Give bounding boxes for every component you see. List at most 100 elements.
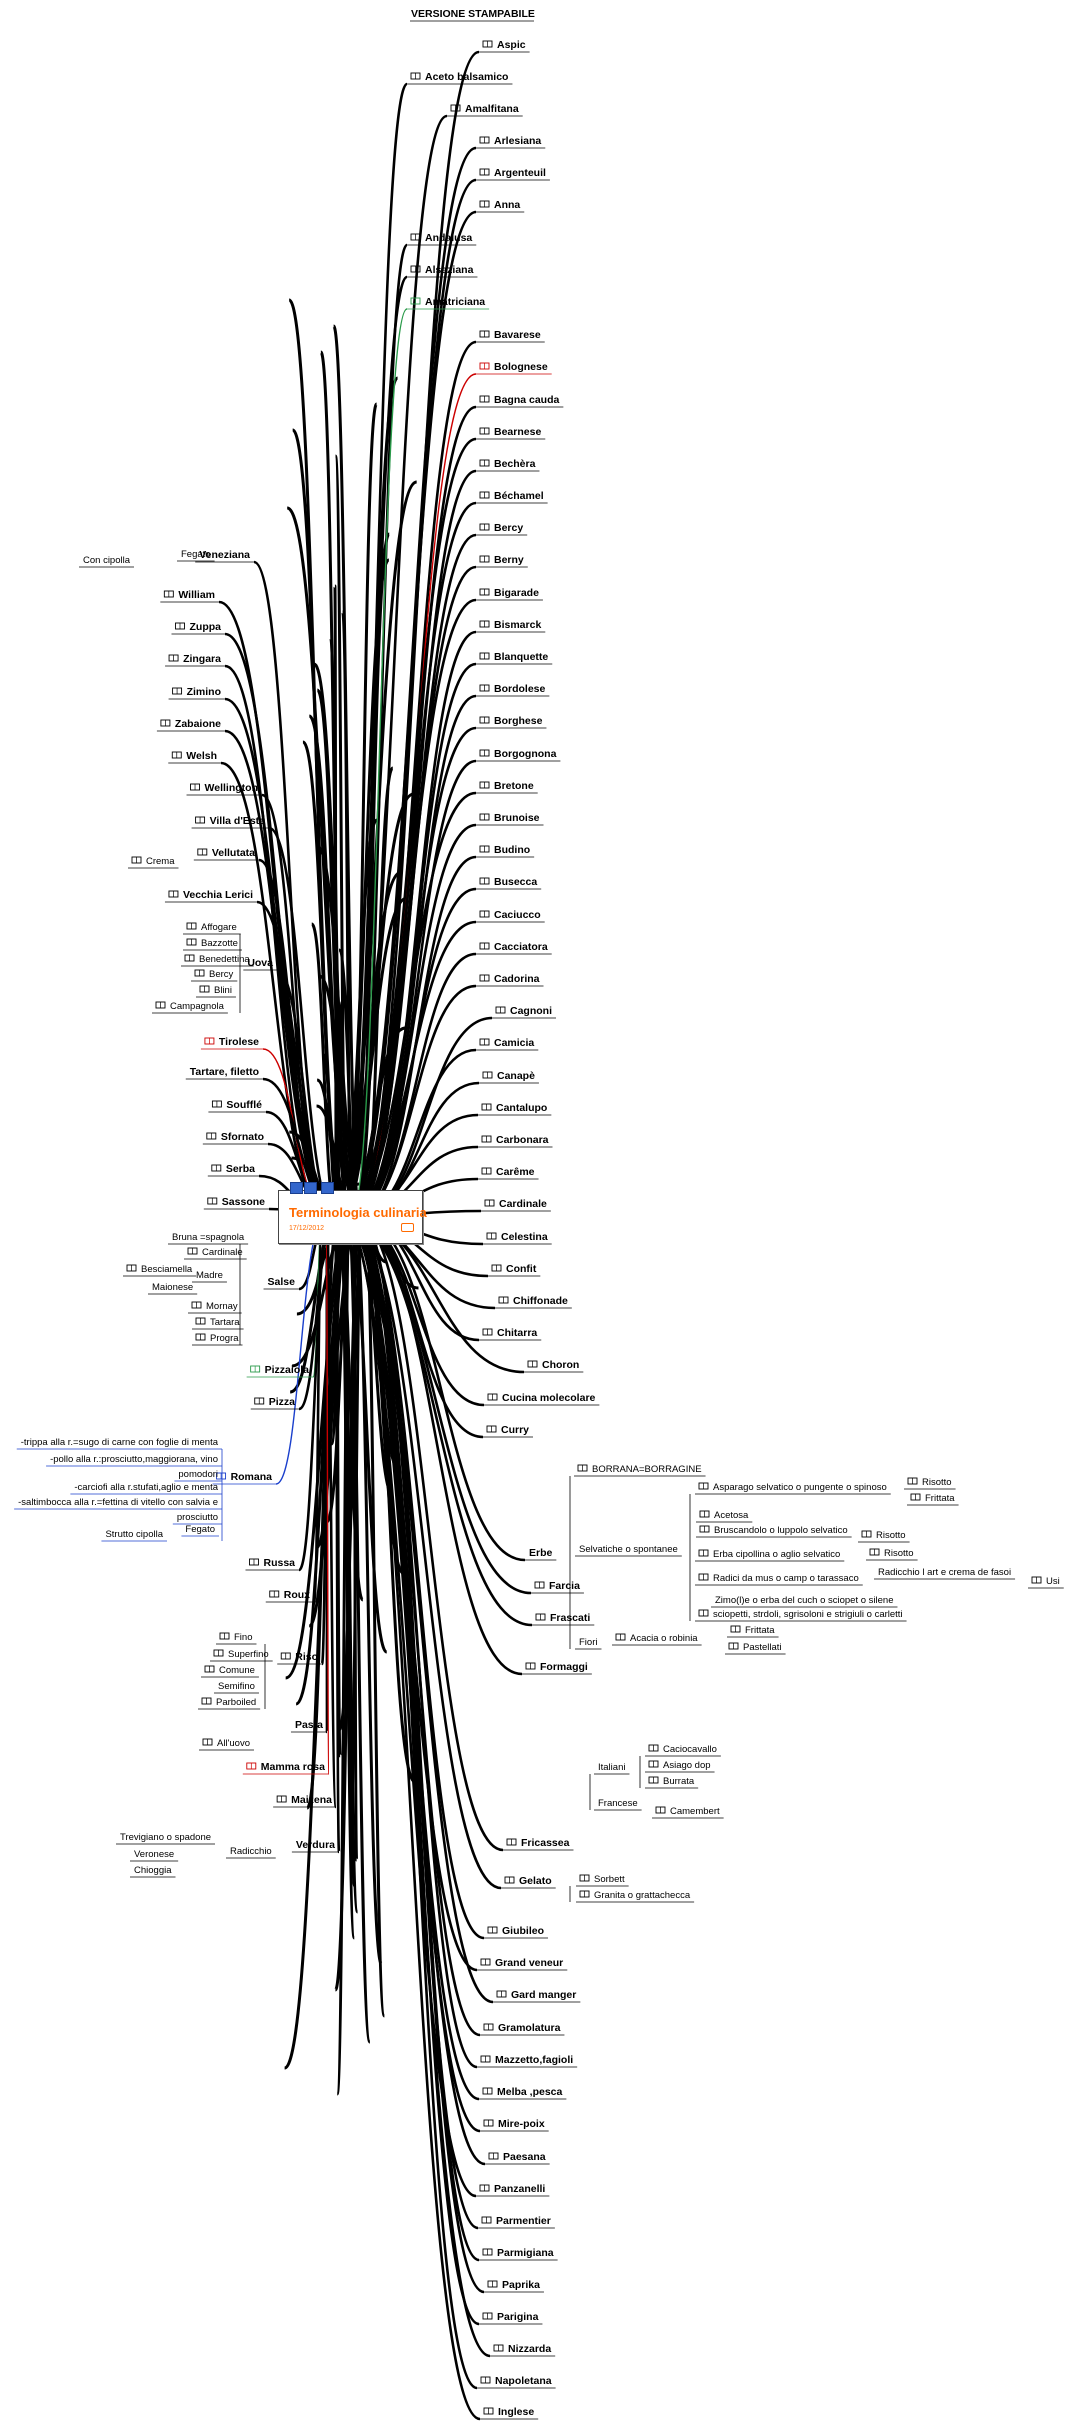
- right-node[interactable]: Gramolatura: [498, 2022, 561, 2034]
- sub-node[interactable]: Veronese: [134, 1849, 174, 1860]
- sub-node[interactable]: Risotto: [884, 1548, 914, 1559]
- sub-node[interactable]: Frittata: [925, 1493, 955, 1504]
- sub-node[interactable]: Usi: [1046, 1576, 1060, 1587]
- sub-node[interactable]: prosciutto: [177, 1512, 218, 1523]
- sub-node[interactable]: Con cipolla: [83, 555, 131, 566]
- sub-node[interactable]: Radicchio l art e crema de fasoi: [878, 1567, 1011, 1578]
- left-node[interactable]: Zabaione: [175, 718, 221, 730]
- sub-node[interactable]: Bruna =spagnola: [172, 1232, 245, 1243]
- right-node[interactable]: Bismarck: [494, 619, 541, 631]
- left-node[interactable]: Wellington: [205, 782, 258, 794]
- right-node[interactable]: Chiffonade: [513, 1295, 568, 1307]
- right-node[interactable]: Panzanelli: [494, 2183, 545, 2195]
- left-node[interactable]: Salse: [268, 1276, 296, 1288]
- sub-node[interactable]: -pollo alla r.:prosciutto,maggiorana, vi…: [50, 1454, 218, 1465]
- right-node[interactable]: Borghese: [494, 715, 543, 727]
- right-node[interactable]: Melba ,pesca: [497, 2086, 563, 2098]
- sub-node[interactable]: Cardinale: [202, 1247, 243, 1258]
- left-node[interactable]: Russa: [263, 1557, 295, 1569]
- left-node[interactable]: Roux: [284, 1589, 310, 1601]
- right-node[interactable]: Béchamel: [494, 490, 544, 502]
- right-node[interactable]: Caciucco: [494, 909, 541, 921]
- right-node[interactable]: Budino: [494, 844, 530, 856]
- sub-node[interactable]: Progra: [210, 1333, 239, 1344]
- sub-node[interactable]: Bazzotte: [201, 938, 238, 949]
- right-node[interactable]: Gard manger: [511, 1989, 576, 2001]
- sub-node[interactable]: Selvatiche o spontanee: [579, 1544, 678, 1555]
- right-node[interactable]: Choron: [542, 1359, 579, 1371]
- right-node[interactable]: Bolognese: [494, 361, 548, 373]
- left-node[interactable]: Tartare, filetto: [190, 1066, 259, 1078]
- right-node[interactable]: Grand veneur: [495, 1957, 563, 1969]
- central-topic[interactable]: Terminologia culinaria 17/12/2012: [278, 1190, 423, 1244]
- right-node[interactable]: Cadorina: [494, 973, 540, 985]
- sub-node[interactable]: Camembert: [670, 1806, 720, 1817]
- sub-node[interactable]: Crema: [146, 856, 175, 867]
- sub-node[interactable]: Radici da mus o camp o tarassaco: [713, 1573, 859, 1584]
- right-node[interactable]: Argenteuil: [494, 167, 546, 179]
- right-node[interactable]: Parmentier: [496, 2215, 551, 2227]
- sub-node[interactable]: Fegato: [181, 549, 211, 560]
- toolbar-square-icon[interactable]: [321, 1182, 334, 1194]
- left-node[interactable]: Villa d'Este: [210, 815, 266, 827]
- left-node[interactable]: William: [178, 589, 215, 601]
- left-node[interactable]: Riso: [295, 1651, 318, 1663]
- right-node[interactable]: Paesana: [503, 2151, 546, 2163]
- left-node[interactable]: Zingara: [183, 653, 221, 665]
- sub-node[interactable]: Benedettina: [199, 954, 250, 965]
- sub-node[interactable]: Frittata: [745, 1625, 775, 1636]
- right-node[interactable]: Cardinale: [499, 1198, 547, 1210]
- right-node[interactable]: Bercy: [494, 522, 523, 534]
- right-node[interactable]: Celestina: [501, 1231, 548, 1243]
- sub-node[interactable]: Risotto: [922, 1477, 952, 1488]
- right-node[interactable]: Cucina molecolare: [502, 1392, 596, 1404]
- sub-node[interactable]: -trippa alla r.=sugo di carne con foglie…: [21, 1437, 219, 1448]
- right-node[interactable]: Nizzarda: [508, 2343, 551, 2355]
- sub-node[interactable]: pomodori: [178, 1469, 218, 1480]
- right-node[interactable]: Borgognona: [494, 748, 557, 760]
- right-node[interactable]: Confit: [506, 1263, 537, 1275]
- left-node[interactable]: Pizza: [269, 1396, 295, 1408]
- sub-node[interactable]: Campagnola: [170, 1001, 225, 1012]
- right-node[interactable]: Carême: [496, 1166, 535, 1178]
- sub-node[interactable]: Tartara: [210, 1317, 240, 1328]
- toolbar-square-icon[interactable]: [304, 1182, 317, 1194]
- sub-node[interactable]: Parboiled: [216, 1697, 256, 1708]
- right-node[interactable]: Bagna cauda: [494, 394, 560, 406]
- sub-node[interactable]: -saltimbocca alla r.=fettina di vitello …: [18, 1497, 218, 1508]
- left-node[interactable]: Uova: [247, 957, 273, 969]
- sub-node[interactable]: Francese: [598, 1798, 638, 1809]
- sub-node[interactable]: Comune: [219, 1665, 255, 1676]
- left-node[interactable]: Welsh: [186, 750, 217, 762]
- sub-node[interactable]: Madre: [196, 1270, 223, 1281]
- right-node[interactable]: Paprika: [502, 2279, 540, 2291]
- right-node[interactable]: Bordolese: [494, 683, 546, 695]
- sub-node[interactable]: Chioggia: [134, 1865, 172, 1876]
- right-node[interactable]: Giubileo: [502, 1925, 544, 1937]
- sub-node[interactable]: Caciocavallo: [663, 1744, 717, 1755]
- right-node[interactable]: Bechèra: [494, 458, 536, 470]
- right-node[interactable]: Aspic: [497, 39, 526, 51]
- left-node[interactable]: Romana: [231, 1471, 273, 1483]
- right-node[interactable]: Mire-poix: [498, 2118, 545, 2130]
- right-node[interactable]: Parmigiana: [497, 2247, 554, 2259]
- left-node[interactable]: Zimino: [187, 686, 221, 698]
- right-node[interactable]: Bearnese: [494, 426, 541, 438]
- right-node[interactable]: Bretone: [494, 780, 534, 792]
- left-node[interactable]: Pasta: [295, 1719, 323, 1731]
- sub-node[interactable]: Acacia o robinia: [630, 1633, 698, 1644]
- sub-node[interactable]: Bercy: [209, 969, 234, 980]
- header-title[interactable]: VERSIONE STAMPABILE: [411, 8, 535, 20]
- right-node[interactable]: Formaggi: [540, 1661, 588, 1673]
- left-node[interactable]: Verdura: [296, 1839, 335, 1851]
- right-node[interactable]: Farcia: [549, 1580, 580, 1592]
- right-node[interactable]: Cacciatora: [494, 941, 548, 953]
- sub-node[interactable]: Risotto: [876, 1530, 906, 1541]
- right-node[interactable]: Inglese: [498, 2406, 534, 2418]
- sub-node[interactable]: Asparago selvatico o pungente o spinoso: [713, 1482, 887, 1493]
- right-node[interactable]: Parigina: [497, 2311, 539, 2323]
- right-node[interactable]: Amatriciana: [425, 296, 485, 308]
- right-node[interactable]: Bigarade: [494, 587, 539, 599]
- sub-node[interactable]: Pastellati: [743, 1642, 782, 1653]
- sub-node[interactable]: -carciofi alla r.stufati,aglio e menta: [74, 1482, 218, 1493]
